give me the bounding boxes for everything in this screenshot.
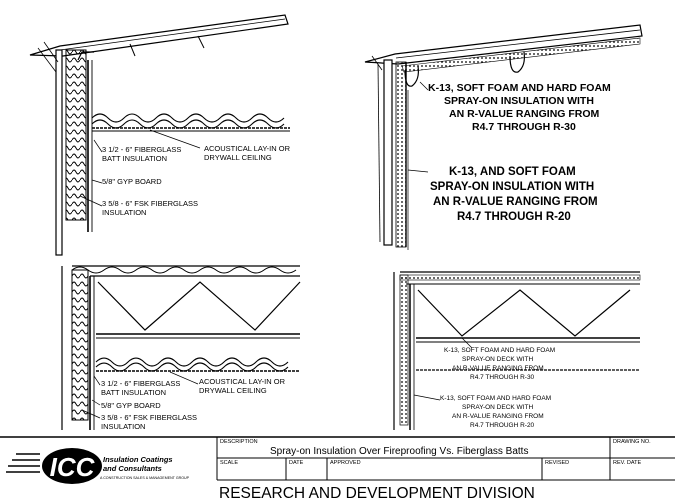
- date-label: DATE: [289, 460, 304, 466]
- br-deck-label-3: AN R-VALUE RANGING FROM: [452, 365, 544, 372]
- bl-ceiling-label-1: ACOUSTICAL LAY-IN OR: [199, 377, 286, 386]
- detail-top-right: [364, 24, 643, 250]
- detail-bottom-right: [393, 271, 641, 430]
- br-deck-label-4: R4.7 THROUGH R-30: [470, 374, 535, 381]
- logo-name-2: and Consultants: [103, 464, 162, 473]
- logo-mark: ICC: [50, 452, 96, 482]
- tr-wall-label-3: AN R-VALUE RANGING FROM: [433, 196, 598, 208]
- icc-logo-ellipse: [42, 448, 102, 484]
- bl-batt-label-2: BATT INSULATION: [101, 388, 166, 397]
- drawing-no-label: DRAWING NO.: [613, 439, 651, 445]
- bl-batt-label-1: 3 1/2 - 6" FIBERGLASS: [101, 379, 180, 388]
- bl-ceiling-label-2: DRYWALL CEILING: [199, 386, 267, 395]
- logo-name-1: Insulation Coatings: [103, 455, 173, 464]
- br-wall-label-4: R4.7 THROUGH R-20: [470, 422, 535, 429]
- tl-ceiling-label-2: DRYWALL CEILING: [204, 153, 272, 162]
- division-title: RESEARCH AND DEVELOPMENT DIVISION: [219, 485, 535, 502]
- br-wall-label-1: K-13, SOFT FOAM AND HARD FOAM: [440, 395, 551, 402]
- br-deck-label-2: SPRAY-ON DECK WITH: [462, 356, 533, 363]
- detail-bottom-left: [61, 265, 301, 430]
- approved-label: APPROVED: [330, 460, 361, 466]
- br-wall-label-3: AN R-VALUE RANGING FROM: [452, 413, 544, 420]
- tl-ceiling-label-1: ACOUSTICAL LAY-IN OR: [204, 144, 291, 153]
- tr-roof-label-1: K-13, SOFT FOAM AND HARD FOAM: [428, 82, 611, 94]
- rev-date-label: REV. DATE: [613, 460, 641, 466]
- description-text: Spray-on Insulation Over Fireproofing Vs…: [270, 446, 528, 457]
- br-deck-label-1: K-13, SOFT FOAM AND HARD FOAM: [444, 347, 555, 354]
- tl-fsk-label-2: INSULATION: [102, 208, 146, 217]
- bl-gyp-label: 5/8" GYP BOARD: [101, 401, 161, 410]
- bl-fsk-label-2: INSULATION: [101, 422, 145, 431]
- tr-wall-label-2: SPRAY-ON INSULATION WITH: [430, 181, 594, 193]
- tr-roof-label-2: SPRAY-ON INSULATION WITH: [444, 95, 594, 107]
- tl-fsk-label-1: 3 5/8 - 6" FSK FIBERGLASS: [102, 199, 198, 208]
- logo-tagline: A CONSTRUCTION SALES & MANAGEMENT GROUP: [100, 476, 190, 480]
- bl-fsk-label-1: 3 5/8 - 6" FSK FIBERGLASS: [101, 413, 197, 422]
- tl-batt-label-2: BATT INSULATION: [102, 154, 167, 163]
- tr-wall-label-1: K-13, AND SOFT FOAM: [449, 166, 576, 178]
- tr-roof-label-3: AN R-VALUE RANGING FROM: [449, 108, 600, 120]
- tl-gyp-label: 5/8" GYP BOARD: [102, 177, 162, 186]
- revised-label: REVISED: [545, 460, 569, 466]
- tl-batt-label-1: 3 1/2 - 6" FIBERGLASS: [102, 145, 181, 154]
- tr-roof-label-4: R4.7 THROUGH R-30: [472, 121, 576, 133]
- description-label: DESCRIPTION: [220, 439, 258, 445]
- title-block: [0, 436, 675, 481]
- tr-wall-label-4: R4.7 THROUGH R-20: [457, 211, 571, 223]
- icc-logo: ICC Insulation Coatings and Consultants …: [6, 448, 190, 484]
- br-wall-label-2: SPRAY-ON DECK WITH: [462, 404, 533, 411]
- scale-label: SCALE: [220, 460, 238, 466]
- detail-top-left: [29, 14, 290, 256]
